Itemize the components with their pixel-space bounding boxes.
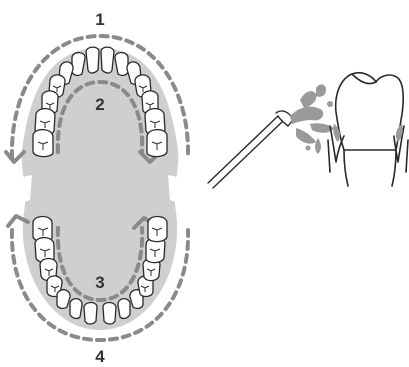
tooth-lower-lateral-left (70, 299, 82, 319)
tooth-root-left (344, 150, 348, 186)
tooth-lower-central-right (103, 303, 116, 325)
tooth-cross-section-icon (328, 73, 408, 186)
tooth-upper-central-right (101, 47, 114, 73)
tooth-root-right (392, 150, 396, 186)
tooth-upper-molar-2-left (33, 130, 53, 157)
arrow-hook-upper-left (6, 152, 24, 162)
zone-label-2: 2 (95, 95, 104, 114)
jaw-diagram: 1 2 3 4 (6, 10, 192, 366)
tooth-lower-lateral-right (118, 299, 130, 319)
gum-edge-left (328, 140, 330, 172)
water-spray-icon (290, 84, 334, 154)
tooth-lower-molar-2-right (148, 216, 167, 241)
tooth-upper-molar-2-right (147, 130, 167, 157)
tooth-lower-central-left (84, 303, 97, 325)
zone-label-3: 3 (95, 273, 104, 292)
zone-label-4: 4 (95, 347, 105, 366)
gum-edge-right (406, 140, 408, 172)
irrigator-illustration (208, 73, 408, 188)
zone-label-1: 1 (95, 10, 104, 29)
oral-irrigator-tip-icon (208, 111, 292, 188)
tooth-upper-central-left (86, 47, 99, 73)
